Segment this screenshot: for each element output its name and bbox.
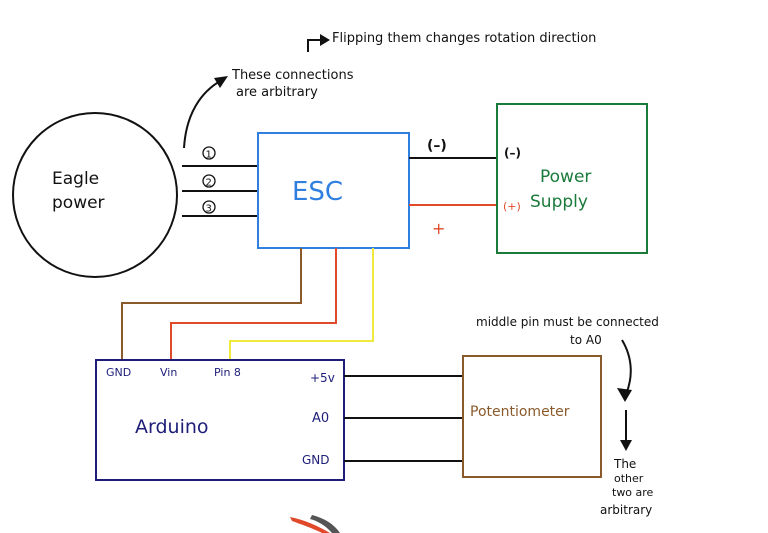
wire-fragment-red [290, 517, 330, 533]
arduino-pin-gnd-right: GND [302, 453, 330, 467]
motor-circle [12, 112, 178, 278]
power-supply-neg-label: (–) [504, 146, 521, 160]
esc-arduino-wires [121, 248, 374, 360]
esc-box [257, 132, 410, 249]
arduino-pin-gnd-top: GND [106, 366, 131, 379]
esc: ESC [257, 132, 410, 249]
power-supply-box [496, 103, 648, 254]
other-text-line4: arbitrary [600, 503, 652, 517]
arduino-pin-vin: Vin [160, 366, 177, 379]
wire-2-label: 2 [206, 178, 212, 189]
curved-arrow-head [214, 76, 228, 88]
other-text-line2: other [614, 472, 644, 485]
middle-pin-annotation: middle pin must be connected to A0 [476, 315, 659, 402]
arbitrary-annotation: These connections are arbitrary [183, 68, 354, 149]
motor-esc-wires: 1 2 3 [182, 146, 258, 217]
wire-fragment-gray [310, 515, 340, 533]
wire-1-marker [202, 146, 216, 160]
arduino-pin-5v: +5v [310, 371, 335, 385]
power-supply-label-line2: Supply [530, 192, 588, 212]
flip-arrow [307, 39, 322, 52]
esc-pos-label: + [432, 219, 445, 238]
motor-label-line1: Eagle [52, 169, 99, 189]
other-pins-arrow-head [620, 440, 632, 451]
flip-text: Flipping them changes rotation direction [332, 31, 596, 46]
arduino-pin-a0: A0 [312, 411, 329, 426]
middle-pin-arrow-head [617, 388, 632, 402]
potentiometer-box [462, 355, 602, 478]
arduino-label: Arduino [135, 416, 209, 438]
middle-pin-text-line2: to A0 [570, 333, 602, 347]
signal-wire [229, 248, 374, 360]
power-supply-pos-label: (+) [503, 200, 521, 213]
flip-arrow-head [320, 34, 330, 46]
esc-neg-label: (–) [427, 138, 447, 154]
other-text-line1: The [613, 457, 636, 471]
middle-pin-text-line1: middle pin must be connected [476, 315, 659, 329]
wire-3-marker [202, 200, 216, 214]
wire-2-marker [202, 174, 216, 188]
arbitrary-text-line2: are arbitrary [236, 85, 318, 100]
other-pins-annotation: The other two are arbitrary [600, 410, 654, 517]
esc-power-wires: (–) + [409, 138, 497, 238]
arbitrary-text-line1: These connections [231, 68, 354, 83]
middle-pin-arrow [621, 339, 632, 395]
gnd-wire [121, 248, 302, 360]
arduino: Arduino GND Vin Pin 8 +5v A0 GND [95, 359, 345, 481]
potentiometer-label: Potentiometer [470, 404, 570, 420]
vin-wire [170, 248, 337, 360]
wire-1-label: 1 [206, 150, 212, 161]
wire-fragment [290, 515, 340, 533]
motor: Eagle power [12, 112, 178, 278]
arduino-box [95, 359, 345, 481]
arduino-pin-8: Pin 8 [214, 366, 241, 379]
curved-arrow [183, 79, 223, 149]
wire-3-label: 3 [206, 204, 212, 215]
potentiometer: Potentiometer [462, 355, 602, 478]
esc-label: ESC [292, 177, 343, 207]
power-supply: Power Supply (–) (+) [496, 103, 648, 254]
arduino-pot-wires [344, 375, 463, 462]
flip-annotation: Flipping them changes rotation direction [307, 31, 596, 52]
motor-label-line2: power [52, 193, 105, 213]
power-supply-label-line1: Power [540, 167, 591, 187]
other-text-line3: two are [612, 486, 654, 499]
